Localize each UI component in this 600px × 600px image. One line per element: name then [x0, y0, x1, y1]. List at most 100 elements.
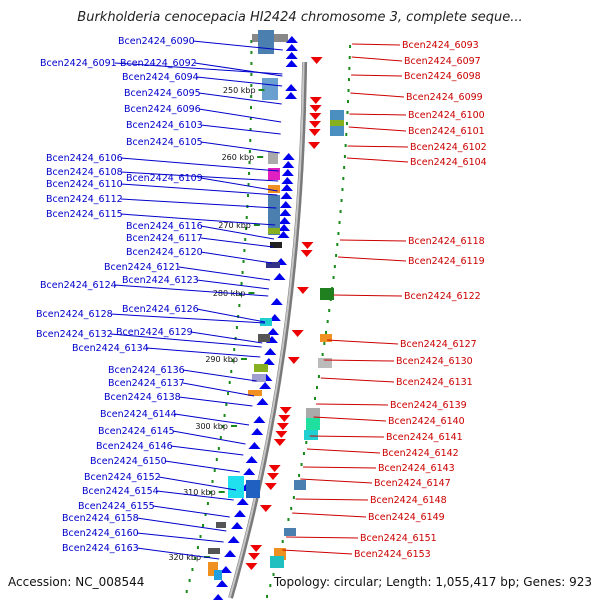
right-leader-line	[323, 359, 395, 362]
outer-dot	[347, 89, 350, 92]
inner-dot	[217, 447, 220, 450]
gene-label-left: Bcen2424_6126	[122, 304, 199, 315]
scale-tick	[258, 89, 265, 91]
right-leader-line	[306, 448, 381, 454]
left-leader-line	[110, 333, 262, 348]
outer-dot	[347, 78, 350, 81]
inner-dot	[245, 227, 248, 230]
reverse-arrow	[309, 121, 322, 128]
gene-label-left: Bcen2424_6132	[36, 329, 113, 340]
left-leader-line	[156, 490, 234, 501]
left-leader-line	[190, 331, 263, 344]
right-leader-line	[333, 294, 403, 297]
feature-block	[258, 334, 270, 342]
outer-dot	[338, 221, 341, 224]
scale-label: 270 kbp	[218, 221, 251, 230]
inner-dot	[227, 392, 230, 395]
forward-arrow	[267, 328, 280, 335]
outer-dot	[305, 441, 308, 444]
inner-dot	[240, 282, 243, 285]
outer-dot	[346, 111, 349, 114]
inner-dot	[215, 458, 218, 461]
feature-block	[320, 334, 332, 342]
feature-block	[268, 152, 278, 164]
reverse-arrow	[273, 439, 286, 446]
forward-arrow	[236, 498, 249, 505]
feature-block	[254, 364, 268, 372]
inner-dot	[247, 183, 250, 186]
right-leader-line	[313, 416, 387, 422]
inner-dot	[231, 359, 234, 362]
reverse-arrow	[250, 545, 263, 552]
inner-dot	[246, 194, 249, 197]
reverse-arrow	[266, 473, 279, 480]
reverse-arrow	[276, 423, 289, 430]
outer-dot	[298, 474, 301, 477]
feature-block	[216, 522, 226, 528]
reverse-arrow	[264, 483, 277, 490]
forward-arrow	[284, 92, 297, 99]
gene-label-right: Bcen2424_6118	[408, 236, 485, 247]
reverse-arrow	[259, 505, 272, 512]
forward-arrow	[285, 44, 298, 51]
forward-arrow	[278, 217, 291, 224]
left-leader-line	[120, 198, 277, 209]
inner-dot	[249, 117, 252, 120]
feature-block	[246, 480, 260, 498]
map-title: Burkholderia cenocepacia HI2424 chromoso…	[77, 10, 523, 25]
left-leader-line	[194, 62, 283, 77]
feature-block	[258, 30, 274, 54]
gene-label-left: Bcen2424_6091	[40, 58, 117, 69]
inner-dot	[209, 491, 212, 494]
scale-label: 250 kbp	[223, 86, 256, 95]
forward-arrow	[279, 209, 292, 216]
inner-dot	[245, 216, 248, 219]
forward-arrow	[282, 161, 295, 168]
gene-label-right: Bcen2424_6131	[396, 377, 473, 388]
inner-dot	[249, 139, 252, 142]
forward-arrow	[285, 60, 298, 67]
outer-dot	[269, 584, 272, 587]
gene-label-left: Bcen2424_6137	[108, 378, 185, 389]
inner-dot	[244, 238, 247, 241]
inner-dot	[221, 425, 224, 428]
right-leader-line	[292, 512, 367, 518]
gene-label-left: Bcen2424_6103	[126, 120, 203, 131]
gene-label-left: Bcen2424_6145	[98, 426, 175, 437]
feature-block	[306, 408, 320, 418]
gene-label-left: Bcen2424_6138	[104, 392, 181, 403]
left-leader-line	[114, 284, 269, 297]
outer-dot	[339, 210, 342, 213]
feature-block	[262, 78, 278, 100]
gene-label-left: Bcen2424_6109	[126, 173, 203, 184]
reverse-arrow	[296, 287, 309, 294]
left-leader-line	[146, 347, 261, 358]
gene-label-right: Bcen2424_6122	[404, 291, 481, 302]
gene-label-right: Bcen2424_6127	[400, 339, 477, 350]
gene-label-right: Bcen2424_6101	[408, 126, 485, 137]
inner-dot	[199, 535, 202, 538]
left-leader-line	[198, 92, 282, 105]
forward-arrow	[224, 550, 237, 557]
left-leader-line	[200, 141, 280, 154]
right-leader-line	[295, 498, 369, 501]
gene-label-left: Bcen2424_6115	[46, 209, 123, 220]
gene-label-left: Bcen2424_6124	[40, 280, 117, 291]
left-leader-line	[136, 517, 227, 532]
forward-arrow	[285, 52, 298, 59]
inner-dot	[250, 62, 253, 65]
gene-label-right: Bcen2424_6147	[374, 478, 451, 489]
gene-label-right: Bcen2424_6100	[408, 110, 485, 121]
feature-block	[306, 418, 320, 430]
forward-arrow	[233, 510, 246, 517]
right-leader-line	[347, 145, 409, 148]
forward-arrow	[231, 522, 244, 529]
outer-dot	[326, 320, 329, 323]
outer-dot	[345, 133, 348, 136]
scale-tick	[230, 425, 237, 427]
gene-label-right: Bcen2424_6141	[386, 432, 463, 443]
gene-label-right: Bcen2424_6098	[404, 71, 481, 82]
forward-arrow	[253, 416, 266, 423]
backbone-highlight	[228, 61, 305, 599]
reverse-arrow	[287, 357, 300, 364]
